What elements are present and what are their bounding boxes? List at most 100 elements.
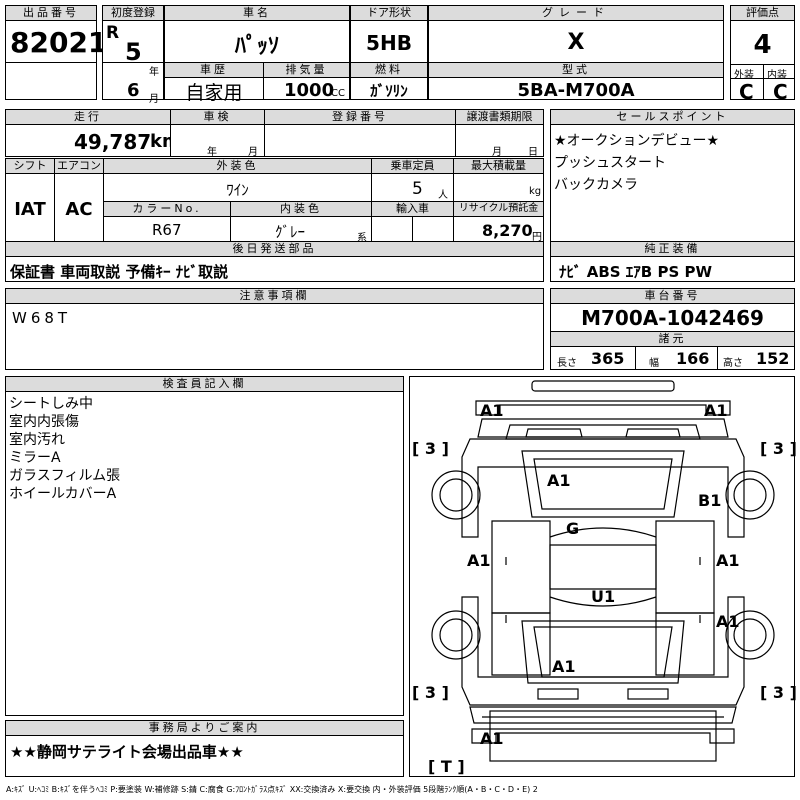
- capacity-value: 5: [412, 179, 423, 199]
- max-load-unit: kg: [529, 186, 542, 197]
- specs-length: 365: [591, 349, 625, 368]
- grade-label: グレード: [429, 6, 723, 21]
- inspector-item: シートしみ中: [9, 396, 93, 412]
- inspection-year: 年: [207, 147, 217, 158]
- mark-hood: A1: [547, 471, 571, 490]
- legend: A:ｷｽﾞ U:ﾍｺﾐ B:ｷｽﾞを伴うﾍｺﾐ P:要塗装 W:補修跡 S:錆 …: [6, 785, 538, 794]
- equipment-box: 純正装備 ﾅﾋﾞ ABS ｴｱB PS PW: [550, 241, 795, 282]
- model-name-box: 車名 ﾊﾟｯｿ: [164, 5, 350, 63]
- mark-rear-left: [ 3 ]: [412, 683, 449, 702]
- int-color-value: ｸﾞﾚｰ: [275, 223, 306, 241]
- history-label: 車歴: [165, 63, 263, 78]
- capacity-box: 乗車定員 5 人: [371, 158, 454, 202]
- fuel-box: 燃料 ｶﾞｿﾘﾝ: [350, 62, 428, 100]
- displacement-value: 1000: [284, 80, 335, 101]
- recycle-unit: 円: [532, 232, 542, 243]
- later-parts-box: 後日発送部品 保証書 車両取説 予備ｷｰ ﾅﾋﾞ取説: [5, 241, 544, 282]
- door-value: 5HB: [366, 31, 412, 55]
- inspector-item: ミラーA: [9, 450, 61, 466]
- score-ext-label: 外装: [734, 70, 754, 81]
- inspector-label: 検査員記入欄: [6, 377, 403, 392]
- recycle-value: 8,270: [482, 221, 533, 240]
- score-value: 4: [753, 30, 772, 60]
- recycle-label: リサイクル預託金: [454, 202, 543, 217]
- specs-width: 166: [676, 349, 710, 368]
- sales-points-label: セールスポイント: [551, 110, 794, 125]
- later-parts-value: 保証書 車両取説 予備ｷｰ ﾅﾋﾞ取説: [10, 263, 229, 281]
- shift-box: シフト IAT: [5, 158, 55, 242]
- int-color-unit: 系: [357, 233, 367, 244]
- import-box: 輸入車: [371, 201, 454, 242]
- score-ext: C: [739, 80, 754, 104]
- mark-right-fender: B1: [698, 491, 722, 510]
- equipment-label: 純正装備: [551, 242, 794, 257]
- specs-height: 152: [756, 349, 790, 368]
- mark-front-left: A1: [480, 401, 504, 420]
- capacity-label: 乗車定員: [372, 159, 453, 174]
- sales-point-item: ★オークションデビュー★: [554, 133, 720, 149]
- grade-value: X: [567, 30, 585, 55]
- inspector-box: 検査員記入欄 シートしみ中 室内内張傷 室内汚れ ミラーA ガラスフィルム張 ホ…: [5, 376, 404, 716]
- mark-rear-door: A1: [716, 612, 740, 631]
- car-diagram: A1 A1 [ 3 ] [ 3 ] A1 B1 G A1 A1 U1 A1 A1…: [409, 376, 797, 777]
- office-box: 事務局よりご案内 ★★静岡サテライト会場出品車★★: [5, 720, 404, 777]
- inspector-item: ガラスフィルム張: [9, 468, 121, 484]
- displacement-unit: CC: [331, 88, 345, 99]
- ext-color-box: 外装色 ﾜｲﾝ: [103, 158, 372, 202]
- score-box: 評価点 4 外装 内装 C C: [730, 5, 795, 104]
- sales-points-list: ★オークションデビュー★ プッシュスタート バックカメラ: [554, 130, 719, 196]
- first-reg-year: 5: [125, 38, 142, 66]
- equipment-value: ﾅﾋﾞ ABS ｴｱB PS PW: [559, 263, 713, 281]
- notes-box: 注意事項欄 W68T: [5, 288, 544, 370]
- specs-label: 諸元: [551, 331, 794, 347]
- history-box: 車歴 自家用: [164, 62, 264, 104]
- model-code-value: 5BA-M700A: [517, 80, 635, 101]
- max-load-label: 最大積載量: [454, 159, 543, 174]
- reg-number-label: 登録番号: [265, 110, 455, 125]
- first-reg-era: R: [106, 23, 120, 43]
- mark-rear-bumper: A1: [480, 729, 504, 748]
- first-reg-box: 初度登録 R 5 年 6 月: [102, 5, 164, 105]
- ext-color-value: ﾜｲﾝ: [226, 181, 249, 199]
- reg-number-box: 登録番号: [264, 109, 456, 157]
- sales-point-item: バックカメラ: [554, 177, 638, 193]
- aircon-label: エアコン: [55, 159, 103, 174]
- transfer-doc-box: 譲渡書類期限 月 日: [455, 109, 544, 158]
- displacement-label: 排気量: [264, 63, 349, 78]
- lot-value: 82021: [10, 26, 108, 59]
- shift-label: シフト: [6, 159, 54, 174]
- door-label: ドア形状: [351, 6, 427, 21]
- sales-point-item: プッシュスタート: [554, 155, 666, 171]
- transfer-doc-month: 月: [492, 147, 502, 158]
- specs-width-label: 幅: [649, 358, 659, 369]
- mark-right-wheel: [ 3 ]: [760, 439, 797, 458]
- transfer-doc-label: 譲渡書類期限: [456, 110, 543, 125]
- car-outline: [431, 380, 775, 762]
- mileage-value: 49,787: [74, 130, 152, 154]
- aircon-box: エアコン AC: [54, 158, 104, 242]
- chassis-box: 車台番号 M700A-1042469 諸元 長さ 365 幅 166 高さ 15…: [550, 288, 795, 370]
- shift-value: IAT: [14, 199, 46, 220]
- inspector-list: シートしみ中 室内内張傷 室内汚れ ミラーA ガラスフィルム張 ホイールカバーA: [9, 395, 120, 503]
- ext-color-label: 外装色: [104, 159, 371, 174]
- notes-label: 注意事項欄: [6, 289, 543, 304]
- office-value: ★★静岡サテライト会場出品車★★: [10, 743, 244, 761]
- inspection-label: 車検: [171, 110, 264, 125]
- first-reg-year-unit: 年: [149, 67, 159, 78]
- displacement-box: 排気量 1000 CC: [263, 62, 350, 101]
- mark-trunk: [ T ]: [428, 757, 465, 776]
- fuel-label: 燃料: [351, 63, 427, 78]
- notes-value: W68T: [12, 309, 72, 327]
- model-name-label: 車名: [165, 6, 349, 21]
- import-label: 輸入車: [372, 202, 453, 217]
- mark-rear-glass: A1: [552, 657, 576, 676]
- color-no-value: R67: [152, 221, 182, 239]
- lot-box: 出品番号 82021: [5, 5, 107, 100]
- chassis-label: 車台番号: [551, 289, 794, 304]
- office-label: 事務局よりご案内: [6, 721, 403, 736]
- inspector-item: 室内汚れ: [9, 432, 65, 448]
- model-code-label: 型式: [429, 63, 723, 78]
- lot-label: 出品番号: [6, 6, 96, 21]
- inspector-item: 室内内張傷: [9, 414, 79, 430]
- int-color-label: 内装色: [231, 202, 371, 217]
